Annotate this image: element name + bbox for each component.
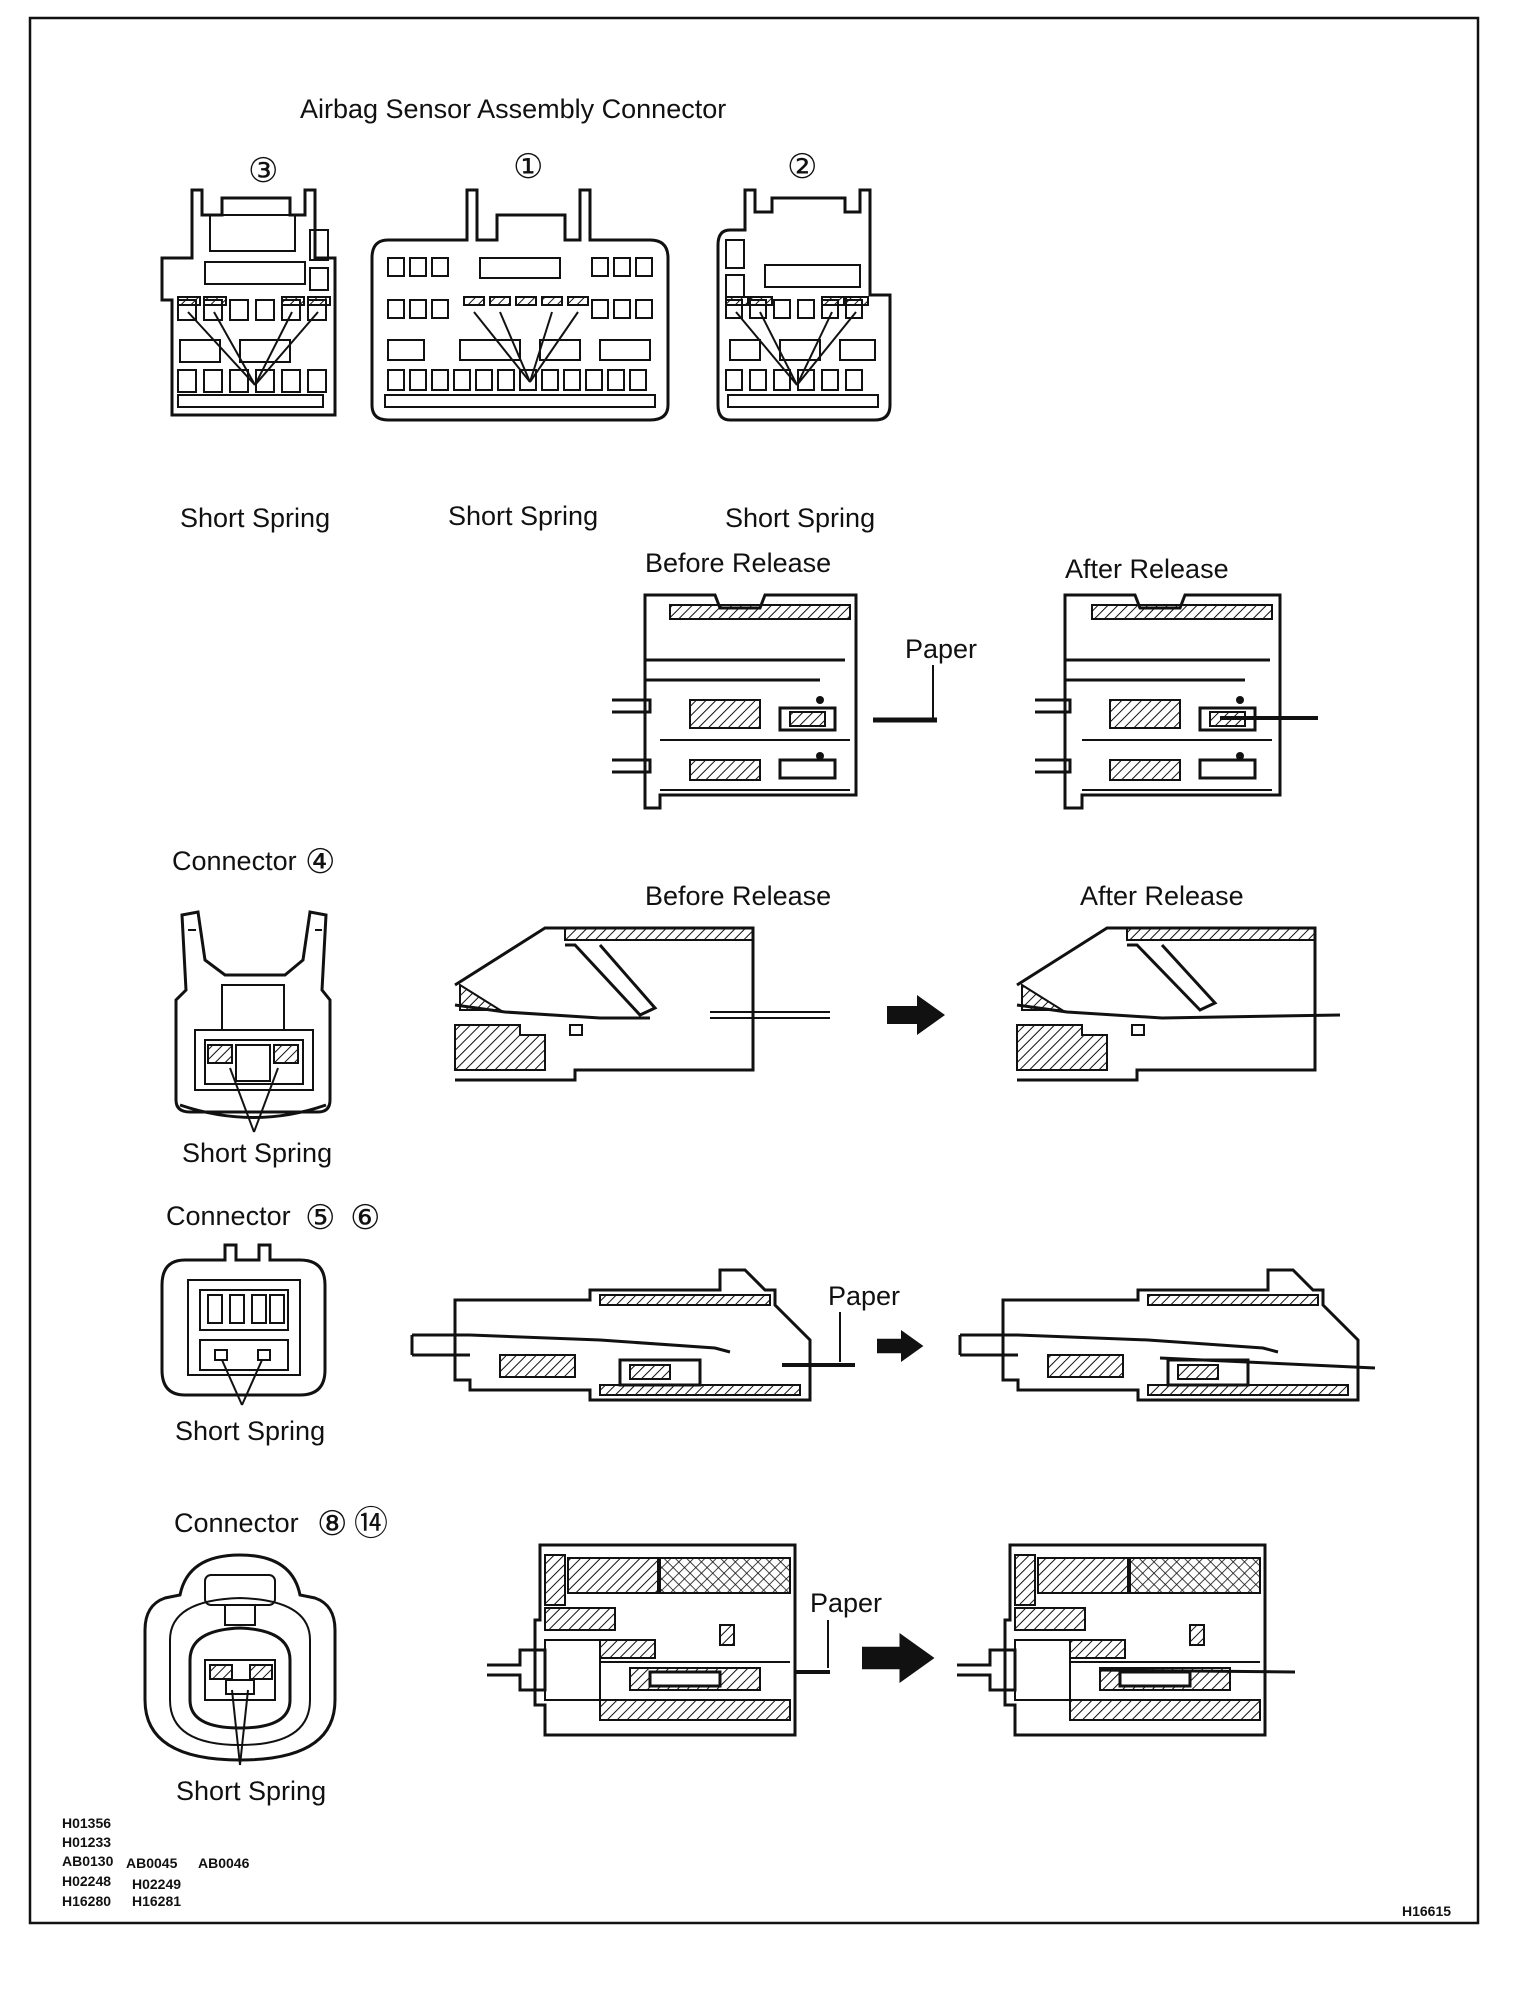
short-spring-label-1: Short Spring — [448, 501, 598, 531]
page-frame — [28, 16, 1480, 1925]
terminal-after-release-a — [1035, 593, 1318, 810]
paper-label-d: Paper — [810, 1588, 882, 1618]
before-release-label-b: Before Release — [645, 881, 831, 911]
connector-2-leader-lines — [735, 311, 857, 386]
connector-4-face — [174, 910, 332, 1119]
connector-5-6-leader-lines — [221, 1359, 263, 1406]
short-spring-label-8-14: Short Spring — [176, 1776, 326, 1806]
terminal-before-release-a — [612, 593, 858, 810]
terminal-after-release-d — [957, 1543, 1296, 1737]
short-spring-label-5-6: Short Spring — [175, 1416, 325, 1446]
terminal-after-release-c — [958, 1268, 1376, 1402]
terminal-before-release-d — [487, 1543, 830, 1737]
svg-text:H02248: H02248 — [62, 1873, 111, 1889]
connector-8-14-face — [143, 1553, 337, 1762]
svg-text:AB0130: AB0130 — [62, 1853, 114, 1869]
short-spring-label-4: Short Spring — [182, 1138, 332, 1168]
short-spring-label-2: Short Spring — [725, 503, 875, 533]
terminal-before-release-b — [454, 926, 830, 1082]
connector-2-face — [716, 188, 892, 422]
svg-text:AB0045: AB0045 — [126, 1855, 178, 1871]
terminal-before-release-c — [410, 1268, 855, 1402]
connector-1-number: ① — [513, 148, 543, 186]
paper-label-c: Paper — [828, 1281, 900, 1311]
connector-1-face — [370, 188, 670, 422]
svg-text:H01356: H01356 — [62, 1815, 111, 1831]
connector-8-14-leader-lines — [231, 1689, 249, 1766]
connector-3-number: ③ — [248, 152, 278, 190]
terminal-after-release-b — [1016, 926, 1341, 1082]
connector-5-6-face — [160, 1243, 327, 1397]
svg-text:H16280: H16280 — [62, 1893, 111, 1909]
arrow-c — [877, 1330, 924, 1362]
paper-label-a: Paper — [905, 634, 977, 664]
connector-14-number: ⑭ — [354, 1505, 388, 1543]
connector-4-number: ④ — [305, 843, 335, 881]
connector-5-6-label: Connector — [166, 1201, 291, 1231]
connector-1-leader-lines — [473, 311, 579, 383]
after-release-label-b: After Release — [1080, 881, 1244, 911]
connector-8-number: ⑧ — [317, 1505, 347, 1543]
svg-text:AB0046: AB0046 — [198, 1855, 250, 1871]
connector-6-number: ⑥ — [350, 1199, 380, 1237]
arrow-b — [887, 995, 945, 1035]
arrow-d — [862, 1633, 935, 1683]
diagram-title: Airbag Sensor Assembly Connector — [300, 94, 726, 124]
figure-id: H16615 — [1402, 1903, 1451, 1919]
connector-3-face — [160, 188, 337, 417]
short-spring-label-3: Short Spring — [180, 503, 330, 533]
svg-text:H16281: H16281 — [132, 1893, 181, 1909]
after-release-label-a: After Release — [1065, 554, 1229, 584]
connector-4-label: Connector — [172, 846, 297, 876]
reference-codes: H01356 H01233 AB0130 AB0045 AB0046 H0224… — [62, 1815, 250, 1909]
svg-text:H01233: H01233 — [62, 1834, 111, 1850]
connector-3-leader-lines — [187, 311, 319, 386]
connector-5-number: ⑤ — [305, 1199, 335, 1237]
connector-2-number: ② — [787, 148, 817, 186]
connector-8-14-label: Connector — [174, 1508, 299, 1538]
svg-text:H02249: H02249 — [132, 1876, 181, 1892]
connector-4-leader-lines — [229, 1067, 279, 1133]
before-release-label-a: Before Release — [645, 548, 831, 578]
